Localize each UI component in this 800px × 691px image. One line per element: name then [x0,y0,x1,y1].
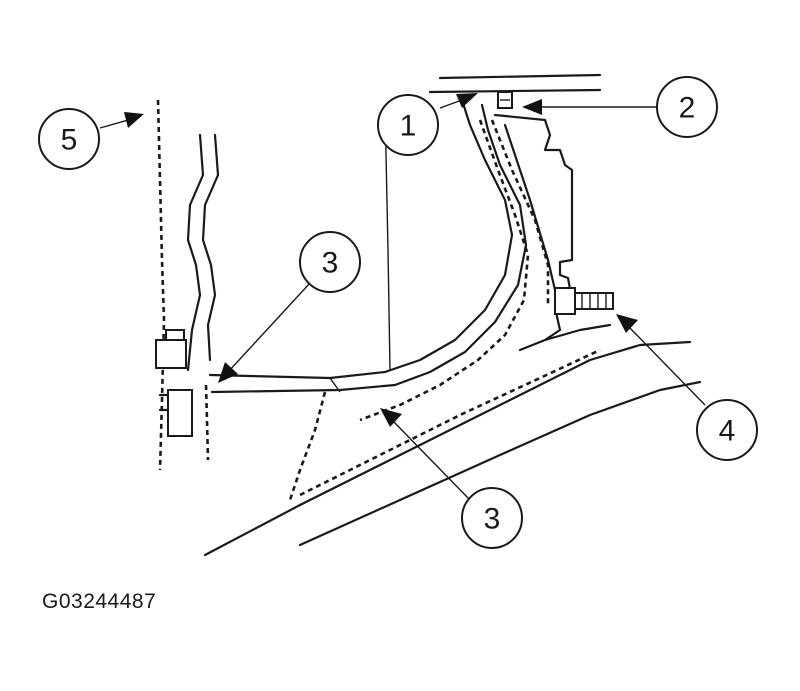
callout-3-upper-label: 3 [322,247,339,280]
callout-1-label: 1 [400,110,417,143]
callout-2: 2 [656,76,718,138]
callout-leaders [99,93,706,501]
callout-4-label: 4 [719,415,736,448]
callout-5-label: 5 [61,124,78,157]
callout-5: 5 [38,108,100,170]
left-bolt-bracket [155,329,193,437]
floor-pan [208,98,528,394]
callout-4: 4 [696,399,758,461]
sloped-floor [203,340,702,557]
rocker-panel [428,73,612,352]
figure-id: G03244487 [42,590,157,613]
curved-dashed-seal [288,119,550,501]
left-panel [186,133,220,372]
callout-1: 1 [377,94,439,156]
callout-2-label: 2 [679,92,696,125]
callout-3-upper: 3 [299,231,361,293]
callout-3-lower-label: 3 [484,503,501,536]
callout-3-lower: 3 [461,487,523,549]
left-dashed-seal [156,99,210,471]
right-bolt [554,287,614,315]
